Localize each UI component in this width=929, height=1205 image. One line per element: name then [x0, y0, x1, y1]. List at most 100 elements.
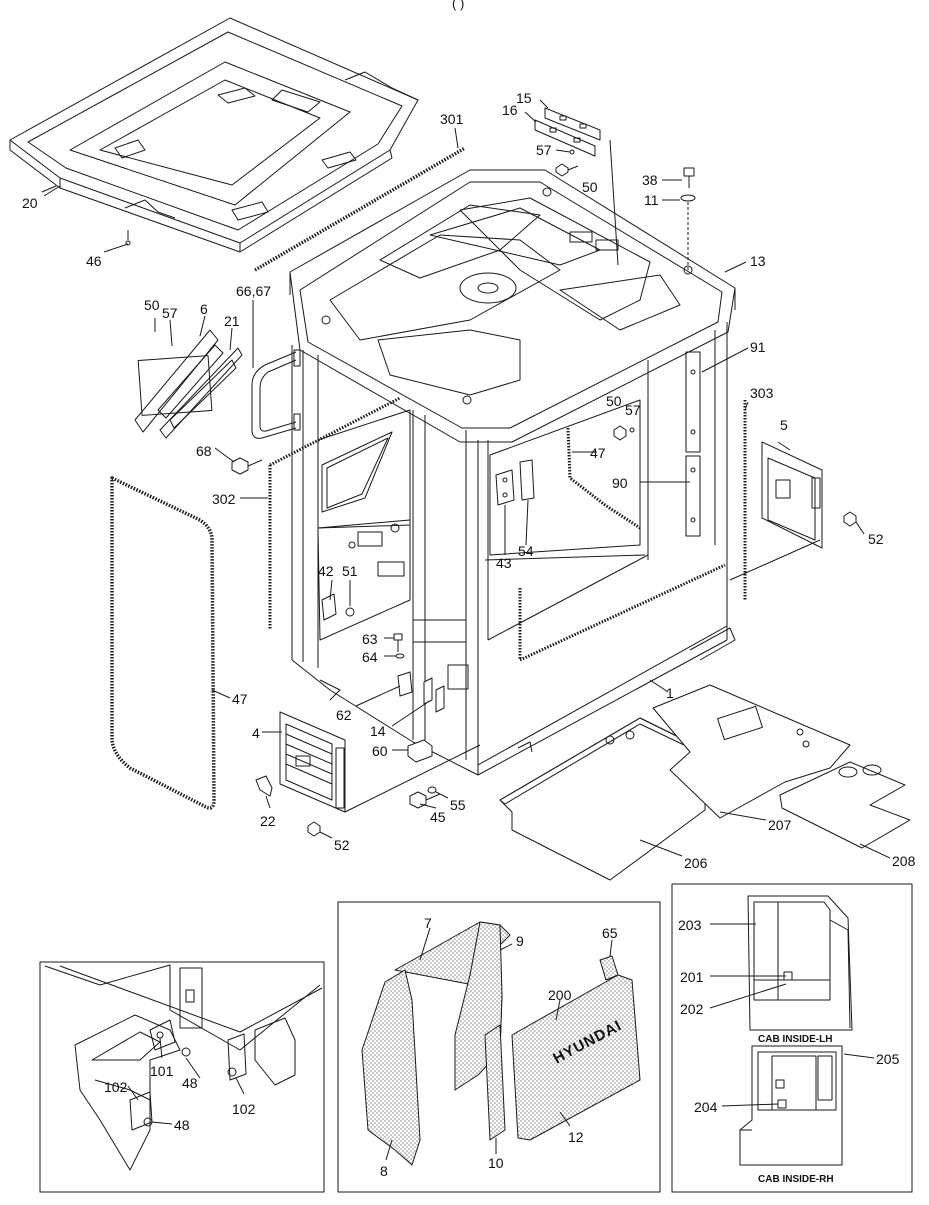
callout-16: 16 [502, 102, 518, 118]
cab-inside-rh [739, 1045, 843, 1166]
leader-202 [709, 983, 787, 1009]
leader-8 [385, 1139, 393, 1161]
bolt-52-right [843, 511, 857, 527]
callout-48-a: 48 [182, 1075, 198, 1091]
callout-55: 55 [450, 797, 466, 813]
callout-203: 203 [678, 917, 702, 933]
callout-50-left: 50 [144, 297, 160, 313]
callout-57-top: 57 [536, 142, 552, 158]
callout-63: 63 [362, 631, 378, 647]
leader-5b [777, 441, 791, 451]
cab-roof [289, 169, 736, 443]
insulation-pad-8 [361, 969, 421, 1166]
callout-43: 43 [496, 555, 512, 571]
leader-208 [859, 843, 891, 859]
header-fragment: ( ) [452, 0, 464, 11]
callout-52-right: 52 [868, 531, 884, 547]
leader-205 [843, 1053, 875, 1059]
callout-48-b: 48 [174, 1117, 190, 1133]
leader-1 [649, 679, 669, 693]
leader-207 [719, 811, 767, 821]
leader-5 [729, 539, 821, 581]
block-62 [397, 671, 413, 697]
leader-45 [419, 803, 437, 809]
leader-20 [41, 185, 57, 193]
callout-201: 201 [680, 969, 704, 985]
callout-101: 101 [150, 1063, 174, 1079]
seal-strip-301 [254, 146, 466, 272]
callout-102-a: 102 [232, 1101, 256, 1117]
callout-42: 42 [318, 563, 334, 579]
washer-55 [427, 786, 437, 794]
callout-4: 4 [252, 725, 260, 741]
leader-12 [559, 1111, 571, 1127]
floor-mat-206 [499, 717, 706, 881]
callout-62: 62 [336, 707, 352, 723]
inset-box-cab-inside [671, 883, 913, 1193]
leader-13 [724, 261, 747, 273]
nut-51 [345, 607, 355, 617]
leader-62 [355, 685, 401, 707]
callout-205: 205 [876, 1051, 900, 1067]
callout-102-b: 102 [104, 1079, 128, 1095]
callout-10: 10 [488, 1155, 504, 1171]
seal-strip-302 [268, 396, 401, 630]
cab-inside-lh [747, 895, 853, 1031]
callout-1: 1 [666, 685, 674, 701]
callout-12: 12 [568, 1129, 584, 1145]
leader-65 [609, 939, 613, 957]
bolt-50-right [613, 425, 627, 441]
bracket-15 [544, 107, 601, 141]
callout-207: 207 [768, 817, 792, 833]
callout-15: 15 [516, 90, 532, 106]
leader-14 [391, 701, 429, 727]
callout-8: 8 [380, 1163, 388, 1179]
leader-68 [214, 447, 235, 463]
floor-mat-208 [779, 761, 911, 849]
callout-57-right: 57 [625, 402, 641, 418]
bolt-38 [683, 167, 695, 188]
callout-38: 38 [642, 172, 658, 188]
leader-200 [555, 999, 561, 1021]
callout-91: 91 [750, 339, 766, 355]
bracket-42 [321, 593, 337, 621]
leader-46 [103, 243, 129, 253]
leader-303 [744, 401, 749, 411]
leader-22 [265, 795, 271, 809]
side-cover-21 [159, 347, 243, 439]
callout-90: 90 [612, 475, 628, 491]
callout-64: 64 [362, 649, 378, 665]
callout-6: 6 [200, 301, 208, 317]
callout-45: 45 [430, 809, 446, 825]
callout-51: 51 [342, 563, 358, 579]
inset-box-mounting [39, 961, 325, 1193]
callout-202: 202 [680, 1001, 704, 1017]
callout-21: 21 [224, 313, 240, 329]
screw-57-top [569, 149, 575, 155]
hinge-43 [495, 469, 515, 506]
callout-65: 65 [602, 925, 618, 941]
leader-4 [344, 744, 481, 813]
leader-102b [127, 1085, 139, 1101]
leader-52-right [855, 521, 865, 535]
glass-seal-loop [110, 476, 216, 810]
bracket-16 [534, 119, 596, 157]
callout-9: 9 [516, 933, 524, 949]
callout-46: 46 [86, 253, 102, 269]
callout-47-right: 47 [590, 445, 606, 461]
callout-54: 54 [518, 543, 534, 559]
callout-66-67: 66,67 [236, 283, 271, 299]
hinge-54 [519, 459, 535, 501]
leader-54 [525, 499, 529, 546]
callout-301: 301 [440, 111, 464, 127]
callout-5: 5 [780, 417, 788, 433]
leader-48a [185, 1057, 201, 1079]
roof-headliner-panel [9, 17, 419, 253]
leader-16 [524, 111, 537, 123]
cab-frame [291, 322, 736, 776]
callout-13: 13 [750, 253, 766, 269]
callout-303: 303 [750, 385, 774, 401]
caption-cab-inside-lh: CAB INSIDE-LH [758, 1034, 832, 1045]
bolt-52-left [307, 821, 321, 837]
